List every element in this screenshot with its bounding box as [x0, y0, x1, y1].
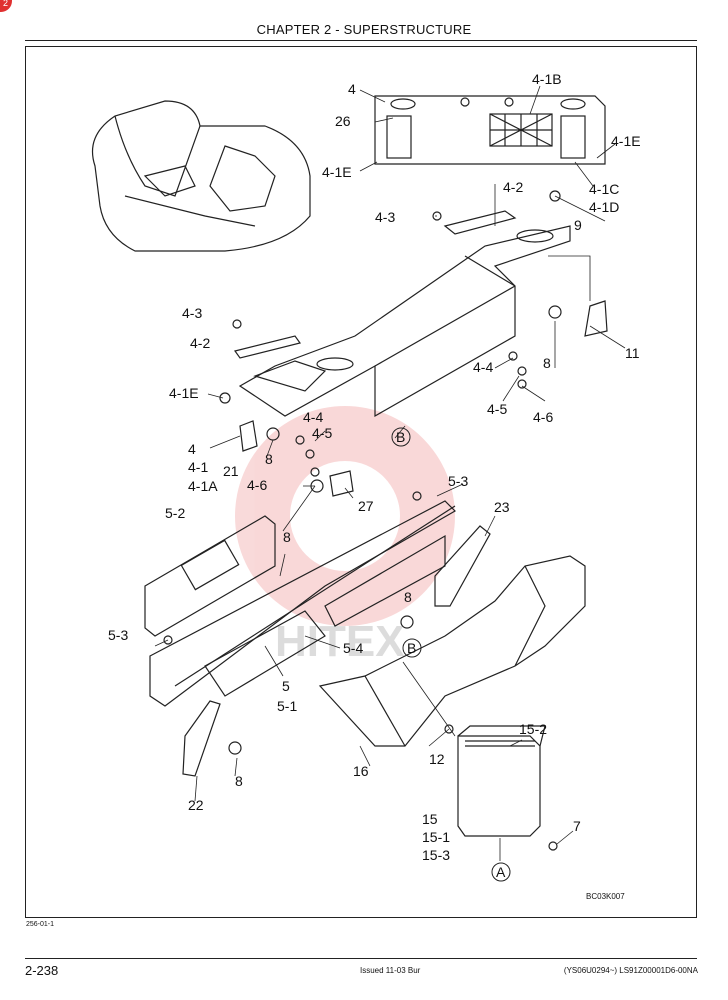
- label-5-3-right: 5-3: [448, 473, 468, 489]
- label-23: 23: [494, 499, 510, 515]
- label-b-1: B: [396, 429, 405, 445]
- label-12: 12: [429, 751, 445, 767]
- label-5-4: 5-4: [343, 640, 363, 656]
- label-4-5-right: 4-5: [487, 401, 507, 417]
- label-21: 21: [223, 463, 239, 479]
- label-4-6-mid: 4-6: [247, 477, 267, 493]
- label-26: 26: [335, 113, 351, 129]
- label-4-3-top: 4-3: [375, 209, 395, 225]
- callout-a-circle: [491, 862, 511, 882]
- label-4-3-mid: 4-3: [182, 305, 202, 321]
- label-8-bottom: 8: [235, 773, 243, 789]
- issued-info: Issued 11-03 Bur: [360, 966, 421, 975]
- reference-number: 256-01-1: [26, 921, 55, 928]
- label-7: 7: [573, 818, 581, 834]
- label-9: 9: [574, 217, 582, 233]
- footer-rule: [25, 958, 697, 959]
- label-4-4-right: 4-4: [473, 359, 493, 375]
- brackets-and-fasteners: [163, 190, 608, 851]
- parts-diagram: HITEX: [91, 71, 641, 882]
- diagram-code: BC03K007: [586, 892, 625, 901]
- chapter-badge: 2: [0, 0, 12, 12]
- callout-b-circle-2: [402, 638, 422, 658]
- label-5: 5: [282, 678, 290, 694]
- part-labels: 4 26 4-1B 4-1E 4-1E 4-1C 4-1D 4-2 4-3 9 …: [108, 71, 641, 880]
- label-11: 11: [625, 345, 640, 361]
- label-4-6-right: 4-6: [533, 409, 553, 425]
- leader-lines: [154, 85, 626, 861]
- label-4-1: 4-1: [188, 459, 208, 475]
- diagram-frame: [25, 46, 697, 918]
- label-4-2-top: 4-2: [503, 179, 523, 195]
- document-reference: (YS06U0294~) LS91Z00001D6-00NA: [563, 966, 698, 975]
- label-5-2: 5-2: [165, 505, 185, 521]
- page-title: CHAPTER 2 - SUPERSTRUCTURE: [256, 22, 472, 37]
- label-15-1: 15-1: [422, 829, 450, 845]
- label-4-1e-right: 4-1E: [611, 133, 641, 149]
- label-15: 15: [422, 811, 438, 827]
- header-rule: [25, 40, 697, 41]
- side-plates: [182, 420, 491, 777]
- label-4-4-mid: 4-4: [303, 409, 323, 425]
- rear-cover-assembly: [374, 95, 606, 165]
- label-4-2-mid: 4-2: [190, 335, 210, 351]
- label-4-1d: 4-1D: [589, 199, 619, 215]
- label-4-1e-mid: 4-1E: [169, 385, 199, 401]
- label-8-right: 8: [543, 355, 551, 371]
- machine-overview-illustration: [91, 100, 311, 252]
- label-8-mid: 8: [265, 451, 273, 467]
- label-a: A: [496, 864, 506, 880]
- main-side-cover: [238, 225, 571, 418]
- label-4-1e-left: 4-1E: [322, 164, 352, 180]
- watermark-text: HITEX: [275, 617, 405, 666]
- label-8-center: 8: [404, 589, 412, 605]
- callout-b-circle-1: [391, 427, 411, 447]
- air-duct-and-filter-box: [318, 555, 586, 837]
- label-4-1c: 4-1C: [589, 181, 619, 197]
- label-5-1: 5-1: [277, 698, 297, 714]
- label-4-mid: 4: [188, 441, 196, 457]
- label-5-3-left: 5-3: [108, 627, 128, 643]
- label-4-5-mid: 4-5: [312, 425, 332, 441]
- label-27: 27: [358, 498, 374, 514]
- label-16: 16: [353, 763, 369, 779]
- label-8-mid2: 8: [283, 529, 291, 545]
- label-15-2: 15-2: [519, 721, 547, 737]
- side-panels: [144, 500, 456, 707]
- label-4-1b: 4-1B: [532, 71, 562, 87]
- page-number: 2-238: [25, 963, 59, 978]
- label-15-3: 15-3: [422, 847, 450, 863]
- label-b-2: B: [407, 640, 416, 656]
- label-4-top: 4: [348, 81, 356, 97]
- label-4-1a: 4-1A: [188, 478, 218, 494]
- watermark-gear: [235, 406, 455, 626]
- label-22: 22: [188, 797, 204, 813]
